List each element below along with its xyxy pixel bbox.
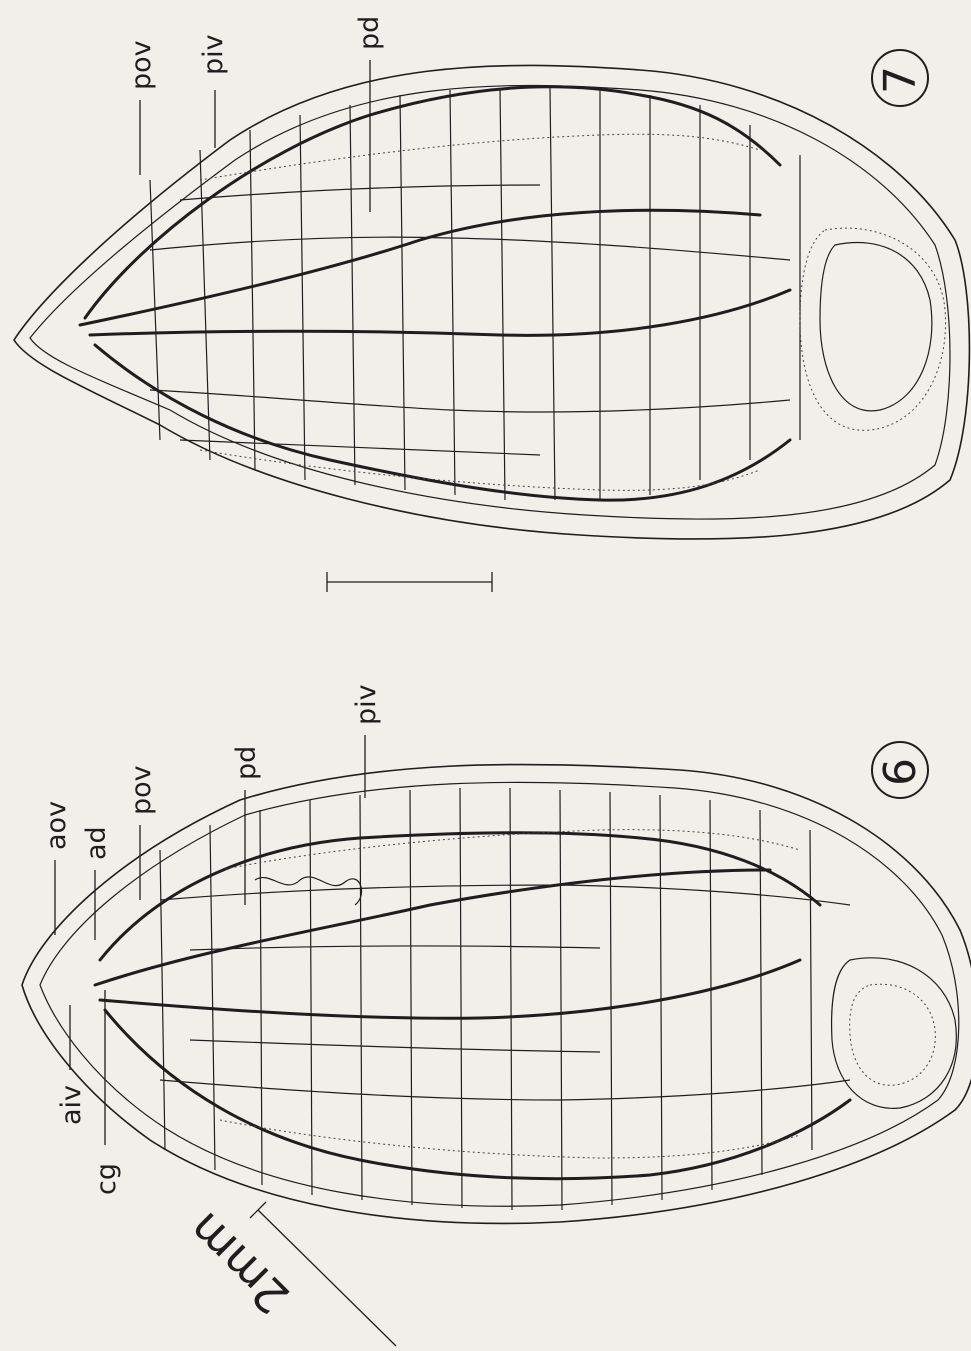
figure-7-number: 7 [875, 66, 926, 94]
label-pd: pd [354, 16, 385, 50]
scale-bar-2mm: 2mm [178, 1202, 396, 1346]
figure-7: pov piv pd 7 [14, 16, 969, 539]
specimen-7-lateral-vessel-upper [85, 87, 780, 318]
specimen-6-reticulum [160, 788, 850, 1210]
label-ad: ad [81, 826, 112, 860]
specimen-7-dorsal-vessel [80, 210, 760, 325]
figure-6-number-text: 6 [875, 758, 926, 786]
specimen-6-lateral-vessel-lower [105, 1010, 850, 1179]
label-cg: cg [91, 1163, 122, 1195]
specimen-6-inner-outline [40, 782, 959, 1206]
specimen-7-caeca-dotted [200, 134, 760, 490]
specimen-6-dorsal-vessel [95, 870, 770, 985]
specimen-7-sucker [820, 242, 932, 410]
figure-6: aov ad pov pd piv aiv cg 6 [22, 684, 971, 1223]
specimen-7-inner-outline [30, 85, 950, 519]
label-pd-6: pd [231, 746, 262, 780]
specimen-7-outline [14, 65, 969, 539]
specimen-7-lateral-vessel-lower [95, 345, 790, 500]
scale-bar-middle [327, 572, 492, 592]
label-piv-6: piv [351, 684, 382, 725]
label-pov-6: pov [126, 765, 157, 815]
label-piv: piv [198, 34, 229, 75]
scale-bar-label: 2mm [178, 1202, 300, 1324]
label-aiv: aiv [56, 1085, 87, 1125]
specimen-7-sucker-dotted-ring [800, 228, 946, 430]
specimen-7-reticulum [150, 88, 800, 500]
specimen-6-sucker-dotted-ring [850, 984, 936, 1085]
specimen-6-median-vessel [100, 960, 800, 1018]
specimen-6-sucker [832, 958, 957, 1109]
specimen-7-median-vessel [90, 290, 790, 335]
label-pov: pov [126, 40, 157, 90]
label-aov: aov [41, 801, 72, 850]
